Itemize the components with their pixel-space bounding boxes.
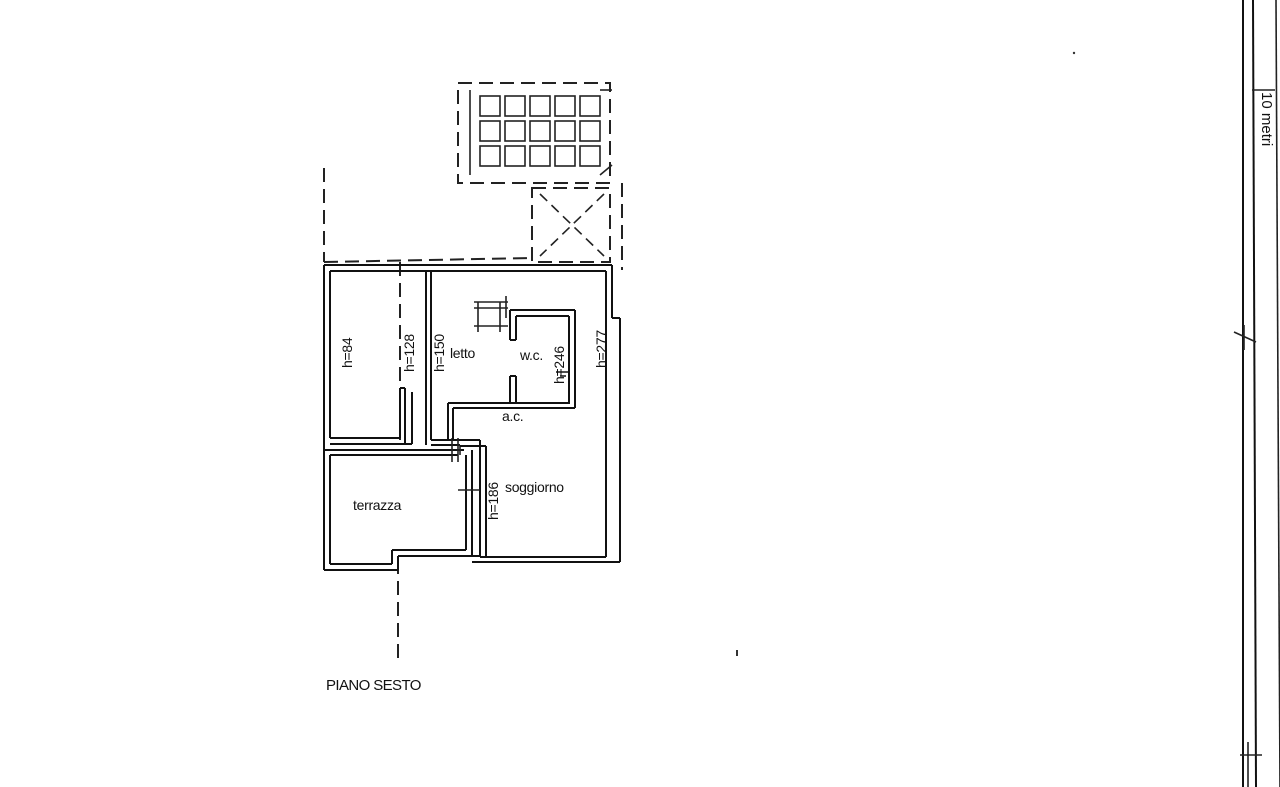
height-label-128: h=128 (401, 334, 417, 372)
floor-title: PIANO SESTO (326, 677, 421, 694)
dashed-outline (323, 168, 533, 665)
interior-walls (324, 271, 576, 557)
scale-bar: 10 metri (1233, 0, 1280, 787)
height-label-246: h=246 (551, 346, 567, 384)
room-label-terrazza: terrazza (353, 497, 402, 513)
scale-label: 10 metri (1258, 92, 1275, 146)
height-label-277: h=277 (593, 330, 609, 368)
height-label-84: h=84 (339, 337, 355, 368)
speck (1072, 51, 1076, 55)
exterior-walls (323, 264, 621, 571)
room-label-letto: letto (450, 345, 475, 361)
room-label-ac: a.c. (502, 408, 523, 424)
height-label-150: h=150 (431, 334, 447, 372)
elevator-shaft (531, 183, 623, 270)
stair-grid-block (457, 82, 613, 184)
height-labels: h=84 h=128 h=150 h=246 h=277 h=186 (339, 330, 609, 520)
room-label-soggiorno: soggiorno (505, 479, 564, 495)
room-labels: letto w.c. a.c. soggiorno terrazza (353, 345, 565, 513)
height-label-186: h=186 (485, 482, 501, 520)
room-label-wc: w.c. (519, 347, 543, 363)
speck (736, 650, 738, 656)
